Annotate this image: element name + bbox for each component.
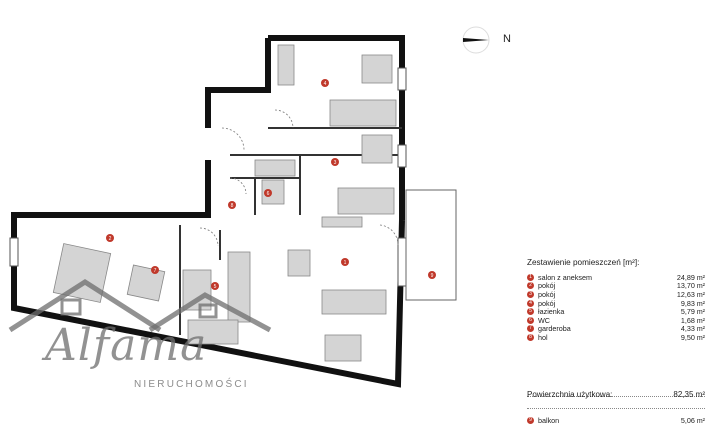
door-swings: [199, 109, 399, 247]
svg-text:7: 7: [154, 268, 157, 274]
room-marker-5: 5: [211, 282, 219, 290]
room-marker-4: 4: [321, 79, 329, 87]
room-name: pokój: [538, 289, 556, 299]
compass-label: N: [503, 33, 511, 45]
room-badge: 1: [527, 273, 534, 281]
room-area: 1,68 m²: [680, 315, 705, 325]
room-marker-2: 2: [106, 234, 114, 242]
room-badge: 8: [527, 333, 534, 341]
windows: [9, 67, 407, 287]
legend-title: Zestawienie pomieszczeń [m²]:: [527, 258, 640, 267]
watermark-subtitle: NIERUCHOMOŚCI: [134, 379, 249, 390]
room-marker-7: 7: [151, 266, 159, 274]
room-area: 9,50 m²: [680, 332, 705, 342]
room-marker-9: 9: [428, 271, 436, 279]
balcony-badge: 9: [527, 416, 534, 424]
room-name: pokój: [538, 281, 556, 291]
room-legend: Zestawienie pomieszczeń [m²]: 1 salon z a…: [527, 258, 705, 425]
room-area: 13,70 m²: [676, 281, 705, 291]
room-area: 9,83 m²: [680, 298, 705, 308]
room-name: łazienka: [538, 307, 565, 317]
svg-text:8: 8: [231, 203, 234, 209]
room-marker-8: 8: [228, 201, 236, 209]
watermark-logo: Alfama: [45, 320, 208, 371]
legend-total: Powierzchnia użytkowa: 82,35 m²: [527, 390, 705, 399]
legend-row: 2 pokój 13,70 m²: [527, 281, 705, 291]
legend-row: 4 pokój 9,83 m²: [527, 299, 705, 308]
furniture: [52, 44, 397, 362]
room-badge: 6: [527, 316, 534, 324]
svg-text:1: 1: [344, 260, 347, 266]
legend-row: 8 hol 9,50 m²: [527, 333, 705, 342]
room-name: pokój: [538, 298, 556, 308]
room-area: 24,89 m²: [676, 272, 705, 282]
total-value: 82,35 m²: [673, 390, 705, 399]
balcony: [405, 189, 457, 301]
balcony-value: 5,06 m²: [680, 415, 705, 425]
interior-walls: [179, 127, 402, 335]
svg-text:2: 2: [109, 236, 112, 242]
room-name: WC: [538, 315, 550, 325]
legend-row: 3 pokój 12,63 m²: [527, 290, 705, 299]
room-area: 4,33 m²: [680, 324, 705, 334]
room-marker-1: 1: [341, 258, 349, 266]
legend-row: 7 garderoba 4,33 m²: [527, 324, 705, 334]
room-badge: 3: [527, 290, 534, 298]
svg-text:4: 4: [324, 81, 327, 87]
svg-text:9: 9: [431, 273, 434, 279]
balcony-name: balkon: [538, 415, 560, 425]
compass-icon: [462, 26, 490, 54]
room-badge: 7: [527, 325, 534, 333]
svg-text:5: 5: [214, 284, 217, 290]
legend-divider: [527, 408, 705, 409]
legend-divider: [527, 396, 705, 397]
legend-row: 6 WC 1,68 m²: [527, 316, 705, 325]
legend-row-balcony: 9 balkon 5,06 m²: [527, 416, 705, 425]
legend-row: 1 salon z aneksem 24,89 m²: [527, 273, 705, 282]
room-marker-6: 6: [264, 189, 272, 197]
room-name: garderoba: [538, 324, 571, 334]
room-markers: 1 2 3 4 5 6 7 8 9: [106, 79, 436, 290]
room-area: 12,63 m²: [676, 289, 705, 299]
room-name: hol: [538, 332, 548, 342]
room-badge: 5: [527, 308, 534, 316]
room-marker-3: 3: [331, 158, 339, 166]
watermark-house-icon: [8, 279, 272, 333]
room-badge: 4: [527, 299, 534, 307]
room-area: 5,79 m²: [680, 307, 705, 317]
svg-text:6: 6: [267, 191, 270, 197]
room-badge: 2: [527, 282, 534, 290]
legend-row: 5 łazienka 5,79 m²: [527, 307, 705, 316]
svg-text:3: 3: [334, 160, 337, 166]
room-name: salon z aneksem: [538, 272, 592, 282]
total-label: Powierzchnia użytkowa:: [527, 390, 613, 399]
